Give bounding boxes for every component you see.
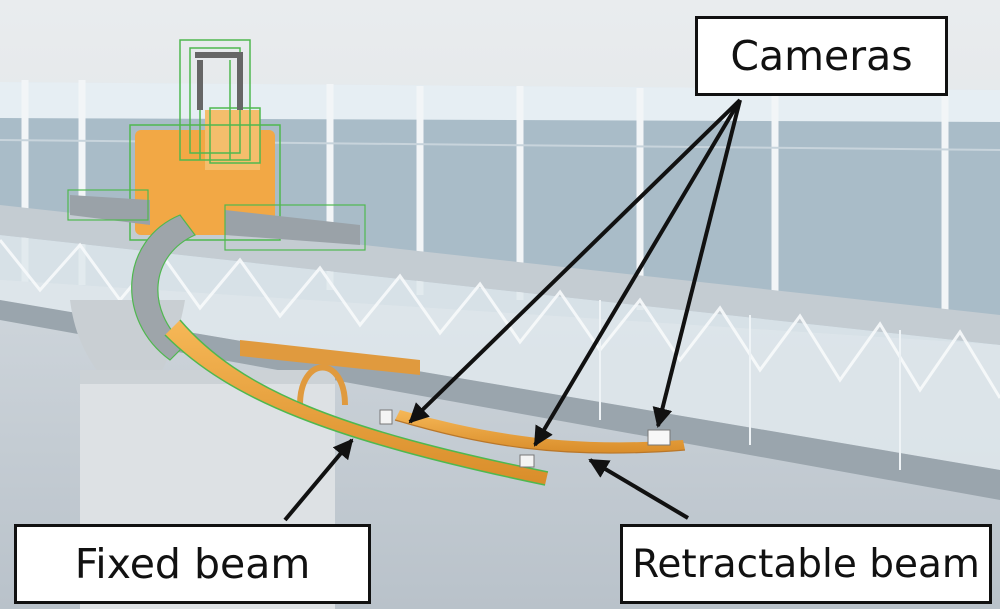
cameras-label: Cameras — [695, 16, 948, 96]
fixed-beam-model — [164, 319, 549, 486]
arrow-icon — [283, 98, 742, 522]
camera-units — [379, 409, 671, 468]
retractable-beam-model — [394, 410, 686, 454]
fixed-beam-label: Fixed beam — [14, 524, 371, 604]
retractable-beam-label: Retractable beam — [620, 524, 992, 604]
hanger-loop — [297, 364, 348, 406]
curved-bracket — [131, 214, 196, 361]
guide-rail — [240, 340, 420, 375]
housing-unit — [67, 39, 366, 251]
